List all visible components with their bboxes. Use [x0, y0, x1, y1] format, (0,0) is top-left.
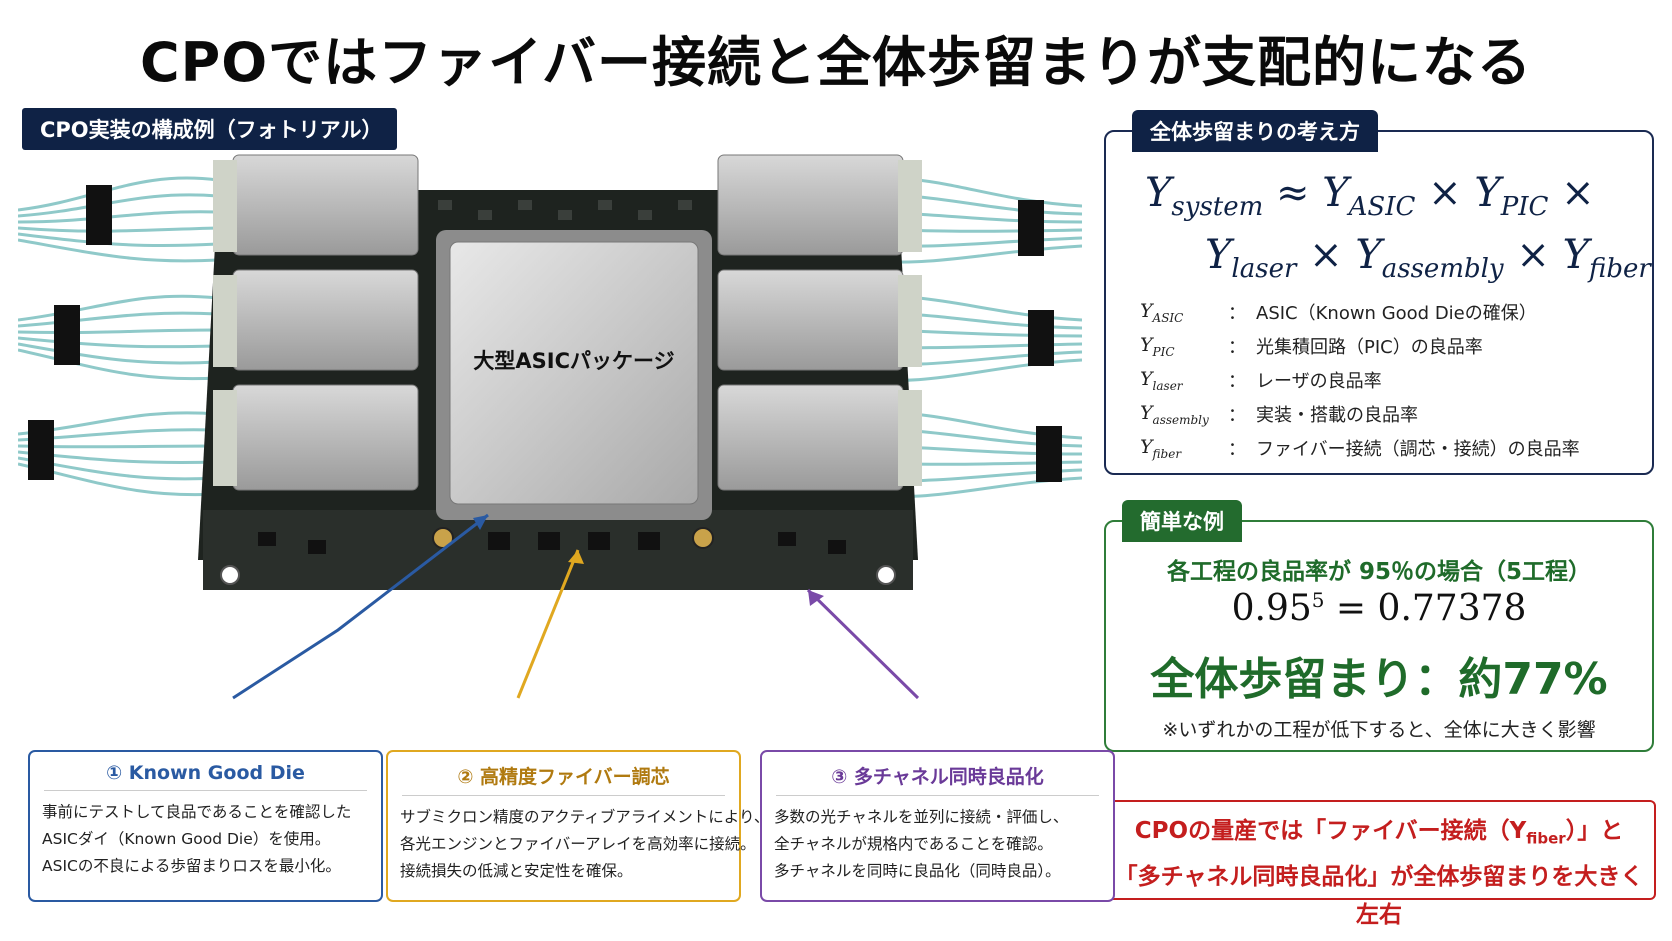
example-panel-label: 簡単な例: [1122, 500, 1242, 542]
definition-row: Yassembly ： 実装・搭載の良品率: [1140, 397, 1580, 431]
cable-tie: [1018, 200, 1044, 256]
definition-symbol: YASIC: [1140, 299, 1184, 325]
definition-text: レーザの良品率: [1256, 371, 1382, 392]
definition-colon: ：: [1228, 439, 1246, 460]
definition-row: YASIC ： ASIC（Known Good Dieの確保）: [1140, 295, 1580, 329]
formula-term: YASIC: [1322, 170, 1416, 222]
yield-formula-panel: [1104, 130, 1654, 475]
arrow-fiber-alignment: [516, 549, 580, 699]
example-calculation: 0.955 = 0.77378: [1231, 588, 1527, 629]
example-condition: 各工程の良品率が 95％の場合（5工程）: [1166, 559, 1592, 585]
definition-colon: ：: [1228, 405, 1246, 426]
formula-term: Yfiber: [1562, 232, 1651, 284]
formula-panel-label: 全体歩留まりの考え方: [1132, 110, 1378, 152]
optical-modules-right: [717, 154, 922, 491]
definition-row: YPIC ： 光集積回路（PIC）の良品率: [1140, 329, 1580, 363]
card-text: 全チャネルが規格内であることを確認。: [774, 835, 1053, 853]
cable-tie: [28, 420, 54, 480]
card-text: サブミクロン精度のアクティブアライメントにより、: [400, 808, 770, 826]
photo-section-label: CPO実装の構成例（フォトリアル）: [22, 108, 397, 150]
cable-tie: [1028, 310, 1054, 366]
arrow-multichannel: [806, 588, 920, 700]
formula-operator: ×: [1296, 232, 1356, 278]
formula-term: YPIC: [1474, 170, 1549, 222]
card-text: 多数の光チャネルを並列に接続・評価し、: [774, 808, 1069, 826]
formula-line-1: Ysystem ≈ YASIC × YPIC ×: [1145, 170, 1595, 222]
card-title: ② 高精度ファイバー調芯: [402, 762, 725, 796]
asic-label: 大型ASICパッケージ: [473, 349, 674, 373]
example-panel: [1104, 520, 1654, 752]
formula-operator: ≈: [1263, 170, 1323, 216]
example-note: ※いずれかの工程が低下すると、全体に大きく影響: [1162, 719, 1596, 741]
definition-symbol: Yfiber: [1140, 435, 1182, 461]
cable-tie: [54, 305, 80, 365]
asic-lid: [449, 241, 699, 505]
formula-operator: ×: [1503, 232, 1563, 278]
definition-colon: ：: [1228, 337, 1246, 358]
conclusion-line-2: 「多チャネル同時良品化」が全体歩留まりを大きく左右: [1114, 863, 1644, 928]
definition-symbol: YPIC: [1140, 333, 1175, 359]
definition-colon: ：: [1228, 303, 1246, 324]
formula-operator: ×: [1415, 170, 1475, 216]
card-text: ASICダイ（Known Good Die）を使用。: [42, 830, 331, 848]
formula-term: Ylaser: [1205, 232, 1297, 284]
cable-tie: [86, 185, 112, 245]
example-result: 全体歩留まり：約77%: [1150, 654, 1608, 705]
optical-modules-left: [213, 154, 419, 491]
card-text: 各光エンジンとファイバーアレイを高効率に接続。: [400, 835, 756, 853]
cpo-board-illustration: 大型ASICパッケージ: [18, 154, 1082, 700]
cable-tie: [1036, 426, 1062, 482]
conclusion-line-1: CPOの量産では「ファイバー接続（Yfiber）」と: [1134, 818, 1624, 848]
definition-symbol: Ylaser: [1140, 367, 1183, 393]
definition-text: ASIC（Known Good Dieの確保）: [1256, 303, 1537, 324]
card-text: 接続損失の低減と安定性を確保。: [400, 862, 633, 880]
conclusion-box: CPOの量産では「ファイバー接続（Yfiber）」と 「多チャネル同時良品化」が…: [1102, 800, 1656, 928]
card-fiber-alignment: ② 高精度ファイバー調芯 サブミクロン精度のアクティブアライメントにより、 各光…: [386, 750, 770, 902]
formula-operator: ×: [1548, 170, 1595, 216]
formula-line-2: Ylaser × Yassembly × Yfiber: [1205, 232, 1651, 284]
card-title: ① Known Good Die: [44, 762, 367, 791]
arrow-known-good-die: [232, 513, 489, 700]
card-text: 事前にテストして良品であることを確認した: [42, 803, 352, 821]
card-text: 多チャネルを同時に良品化（同時良品）。: [774, 862, 1061, 880]
card-title: ③ 多チャネル同時良品化: [776, 762, 1099, 796]
formula-term: Yassembly: [1355, 232, 1504, 284]
definition-row: Yfiber ： ファイバー接続（調芯・接続）の良品率: [1140, 431, 1580, 465]
formula-term: Ysystem: [1145, 170, 1264, 222]
card-known-good-die: ① Known Good Die 事前にテストして良品であることを確認した AS…: [28, 750, 383, 902]
definition-colon: ：: [1228, 371, 1246, 392]
page-title: CPOではファイバー接続と全体歩留まりが支配的になる: [139, 31, 1533, 94]
formula-definitions: YASIC ： ASIC（Known Good Dieの確保） YPIC ： 光集積回路（…: [1140, 295, 1580, 465]
card-text: ASICの不良による歩留まりロスを最小化。: [42, 857, 341, 875]
definition-row: Ylaser ： レーザの良品率: [1140, 363, 1580, 397]
definition-text: 光集積回路（PIC）の良品率: [1256, 337, 1483, 358]
fiber-bundles-left: [18, 176, 219, 497]
definition-symbol: Yassembly: [1140, 401, 1209, 427]
definition-text: 実装・搭載の良品率: [1256, 405, 1418, 426]
card-multichannel: ③ 多チャネル同時良品化 多数の光チャネルを並列に接続・評価し、 全チャネルが規…: [760, 750, 1115, 902]
definition-text: ファイバー接続（調芯・接続）の良品率: [1256, 439, 1580, 460]
